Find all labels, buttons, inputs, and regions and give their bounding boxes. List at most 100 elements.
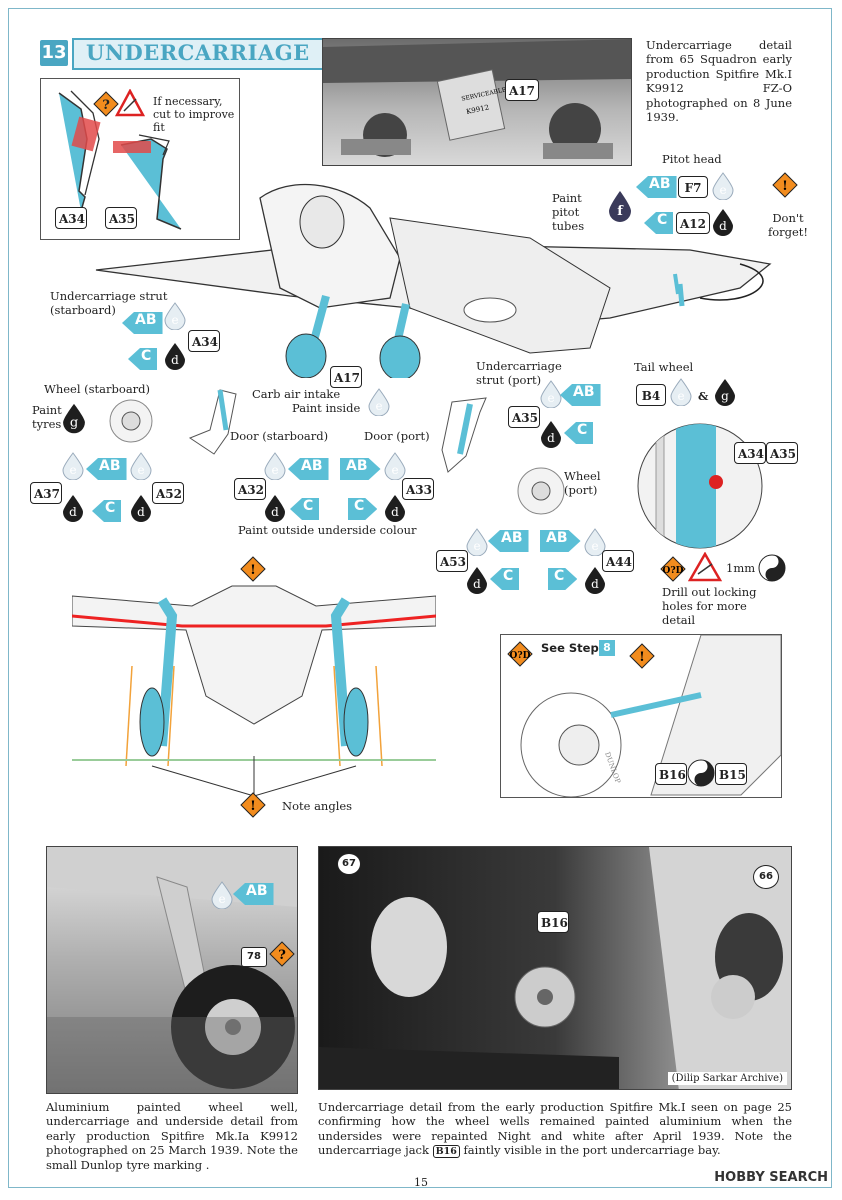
svg-text:!: ! (782, 179, 788, 194)
caption-part-b16: B16 (432, 1145, 460, 1159)
drill-size-label: 1mm (726, 561, 756, 575)
yin-yang-icon (758, 554, 786, 582)
chip-c-door-starboard: C (290, 498, 320, 520)
carb-paint-inside-label: Paint inside (292, 401, 361, 415)
svg-text:d: d (391, 505, 399, 519)
step-number-badge: 13 (40, 40, 68, 66)
part-a35: A35 (105, 207, 137, 229)
svg-text:e: e (171, 313, 178, 327)
svg-text:d: d (473, 577, 481, 591)
chip-c-pitot: C (644, 212, 674, 234)
wheel-port-illustration (517, 467, 565, 515)
wheel-well-photo-caption: Aluminium painted wheel well, undercarri… (46, 1100, 298, 1172)
archive-credit: (Dilip Sarkar Archive) (667, 1072, 787, 1085)
exclamation-warning-icon-angles: ! (240, 792, 266, 818)
svg-text:e: e (473, 539, 480, 553)
page-title: UNDERCARRIAGE (72, 38, 324, 70)
svg-text:e: e (591, 539, 598, 553)
part-b16: B16 (655, 763, 687, 785)
chip-ab-wheel-starboard: AB (86, 458, 127, 480)
tail-wheel-ampersand: & (698, 389, 709, 403)
svg-text:d: d (547, 431, 555, 445)
part-a12: A12 (676, 212, 710, 234)
chip-c-strut-starboard: C (128, 348, 158, 370)
svg-text:e: e (218, 892, 225, 906)
svg-text:e: e (677, 389, 684, 403)
svg-text:?: ? (278, 948, 286, 963)
tail-wheel-label: Tail wheel (634, 360, 694, 374)
paint-drop-f: f (609, 191, 631, 222)
chip-c-wheel-starboard: C (92, 500, 122, 522)
part-b16-photo: B16 (537, 911, 569, 933)
paint-drop-e-strut-port: e (540, 380, 562, 408)
cut-knife-icon (115, 89, 145, 117)
paint-drop-e-wheel-port-1: e (466, 528, 488, 556)
part-a32: A32 (234, 478, 266, 500)
part-a33: A33 (402, 478, 434, 500)
paint-drop-e-strut-starboard: e (164, 302, 186, 330)
exclamation-warning-icon-see-step: ! (629, 643, 655, 669)
svg-text:d: d (271, 505, 279, 519)
drill-icon (688, 552, 722, 582)
door-port-label: Door (port) (364, 429, 430, 443)
cut-note: If necessary, cut to improve fit (153, 95, 235, 135)
svg-text:e: e (391, 463, 398, 477)
paint-drop-g-tail-wheel: g (715, 379, 735, 406)
paint-drop-d-strut-starboard: d (165, 343, 185, 370)
see-step-number: 8 (599, 640, 615, 656)
svg-text:e: e (69, 463, 76, 477)
svg-text:e: e (271, 463, 278, 477)
starboard-strut-door-illustration (188, 389, 237, 455)
wheel-port-label: Wheel (port) (564, 469, 601, 497)
chip-ab-photo: AB (233, 883, 274, 905)
optional-warning-icon-see-step: O?D (507, 641, 533, 667)
svg-text:e: e (547, 391, 554, 405)
part-b15: B15 (715, 763, 747, 785)
chip-c-wheel-port-2: C (548, 568, 577, 590)
paint-tyres-note: Paint tyres (32, 403, 62, 431)
strut-starboard-label: Undercarriage strut (starboard) (50, 289, 168, 317)
paint-drop-d-strut-port: d (541, 421, 561, 448)
part-a52: A52 (152, 482, 184, 504)
front-view-undercarriage-illustration (72, 585, 436, 796)
svg-text:O?D: O?D (663, 566, 684, 576)
svg-text:!: ! (250, 799, 256, 814)
dont-forget-note: Don't forget! (767, 211, 809, 239)
part-a34-strut: A34 (188, 330, 220, 352)
paint-pitot-note: Paint pitot tubes (552, 191, 585, 233)
doors-paint-note: Paint outside underside colour (238, 523, 417, 537)
part-a34-detail: A34 (734, 442, 766, 464)
paint-drop-d-wheel-starboard-2: d (131, 495, 151, 522)
paint-drop-e-wheel-starboard-2: e (130, 452, 152, 480)
chip-c-wheel-port-1: C (490, 568, 520, 590)
paint-drop-e-wheel-starboard-1: e (62, 452, 84, 480)
svg-text:O?D: O?D (510, 651, 531, 661)
callout-66: 66 (753, 865, 779, 889)
callout-78: 78 (241, 947, 267, 967)
paint-drop-d-door-port: d (385, 495, 405, 522)
paint-drop-e-wheel-port-2: e (584, 528, 606, 556)
paint-drop-d-wheel-starboard-1: d (63, 495, 83, 522)
exclamation-warning-icon-front: ! (240, 556, 266, 582)
see-step-text: See Step (541, 641, 599, 655)
svg-text:!: ! (639, 650, 645, 665)
drill-locking-holes-note: Drill out locking holes for more detail (662, 585, 757, 627)
part-a34: A34 (55, 207, 87, 229)
paint-drop-e-photo: e (211, 881, 233, 909)
wheel-well-photo: e AB 78 ? (46, 846, 298, 1094)
svg-text:!: ! (250, 563, 256, 578)
svg-text:d: d (137, 505, 145, 519)
svg-text:d: d (591, 577, 599, 591)
chip-ab-strut-starboard: AB (122, 312, 163, 334)
svg-text:?: ? (102, 98, 110, 113)
svg-text:d: d (719, 219, 727, 233)
archive-photo-caption: Undercarriage detail from the early prod… (318, 1100, 792, 1159)
svg-text:g: g (70, 416, 78, 431)
paint-drop-e-tail-wheel: e (670, 378, 692, 406)
note-angles-label: Note angles (282, 799, 353, 813)
paint-drop-d-wheel-port-1: d (467, 567, 487, 594)
svg-text:e: e (137, 463, 144, 477)
wheel-starboard-illustration (109, 399, 153, 443)
aircraft-underside-illustration (95, 183, 772, 378)
callout-67: 67 (337, 853, 361, 875)
